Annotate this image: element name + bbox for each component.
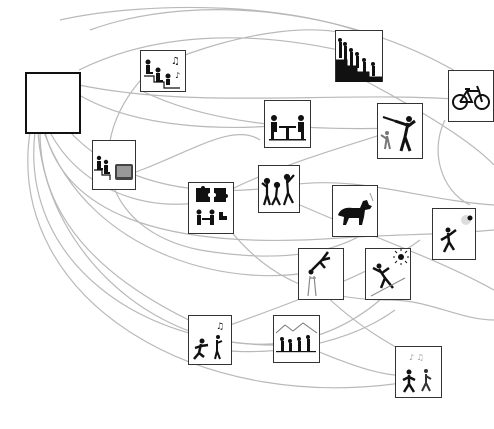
pictogram-tile-outdoor-group: [273, 315, 320, 363]
pictogram-tile-group-dance: [258, 165, 300, 213]
pictogram-tile-walking-pair: ♪ ♫: [395, 346, 442, 398]
seated-people-music-notes-icon: ♫ ♪: [144, 56, 180, 89]
two-people-at-table-icon: [269, 115, 306, 141]
connection-line: [78, 94, 286, 128]
connection-line: [27, 131, 421, 389]
connection-line: [33, 131, 291, 346]
connection-line: [78, 37, 361, 71]
trumpet-player-icon: [380, 116, 416, 152]
pictogram-tile-audience-stairs: [335, 30, 383, 82]
pictogram-tile-table-meeting: [264, 100, 311, 148]
connection-line: [437, 119, 471, 206]
pictogram-tile-watching-tv: [92, 140, 136, 190]
connection-line: [43, 131, 321, 277]
people-watching-tv-icon: [94, 155, 133, 180]
people-walking-icon: ♪ ♫: [402, 353, 432, 393]
pictogram-tile-runners-music: ♫: [188, 315, 232, 365]
pictogram-tile-bicycle: [448, 70, 494, 122]
svg-text:♫: ♫: [171, 56, 180, 67]
puzzle-pieces-people-icon: [196, 186, 228, 225]
pictogram-tile-trumpet-player: [377, 103, 423, 159]
throwing-ball-icon: [440, 215, 473, 253]
connection-line: [78, 84, 471, 101]
connection-line: [359, 77, 494, 166]
bicycle-icon: [452, 85, 490, 110]
stretching-in-sun-icon: [370, 249, 409, 297]
dog-icon: [338, 192, 374, 225]
pictogram-tile-acrobat: [298, 248, 344, 300]
svg-text:♪: ♪: [175, 71, 180, 80]
audience-on-steps-icon: [336, 38, 382, 82]
pictogram-tile-dog: [332, 185, 378, 237]
connection-line: [89, 9, 471, 81]
svg-text:♫: ♫: [216, 322, 224, 332]
group-dancing-icon: [261, 173, 295, 206]
connection-line: [59, 6, 381, 41]
svg-text:♪ ♫: ♪ ♫: [409, 353, 424, 362]
pictogram-tile-sunny-stretch: [365, 248, 411, 300]
connection-line: [159, 29, 361, 66]
acrobat-jumping-icon: [307, 251, 331, 297]
pictogram-tile-ball-throw: [432, 208, 476, 260]
hub-box: [25, 72, 81, 134]
pictogram-tile-puzzle-play: [188, 182, 234, 234]
outdoor-group-icon: [275, 322, 318, 353]
runners-music-notes-icon: ♫: [193, 322, 224, 360]
pictogram-tile-seated-musicians: ♫ ♪: [140, 50, 186, 92]
